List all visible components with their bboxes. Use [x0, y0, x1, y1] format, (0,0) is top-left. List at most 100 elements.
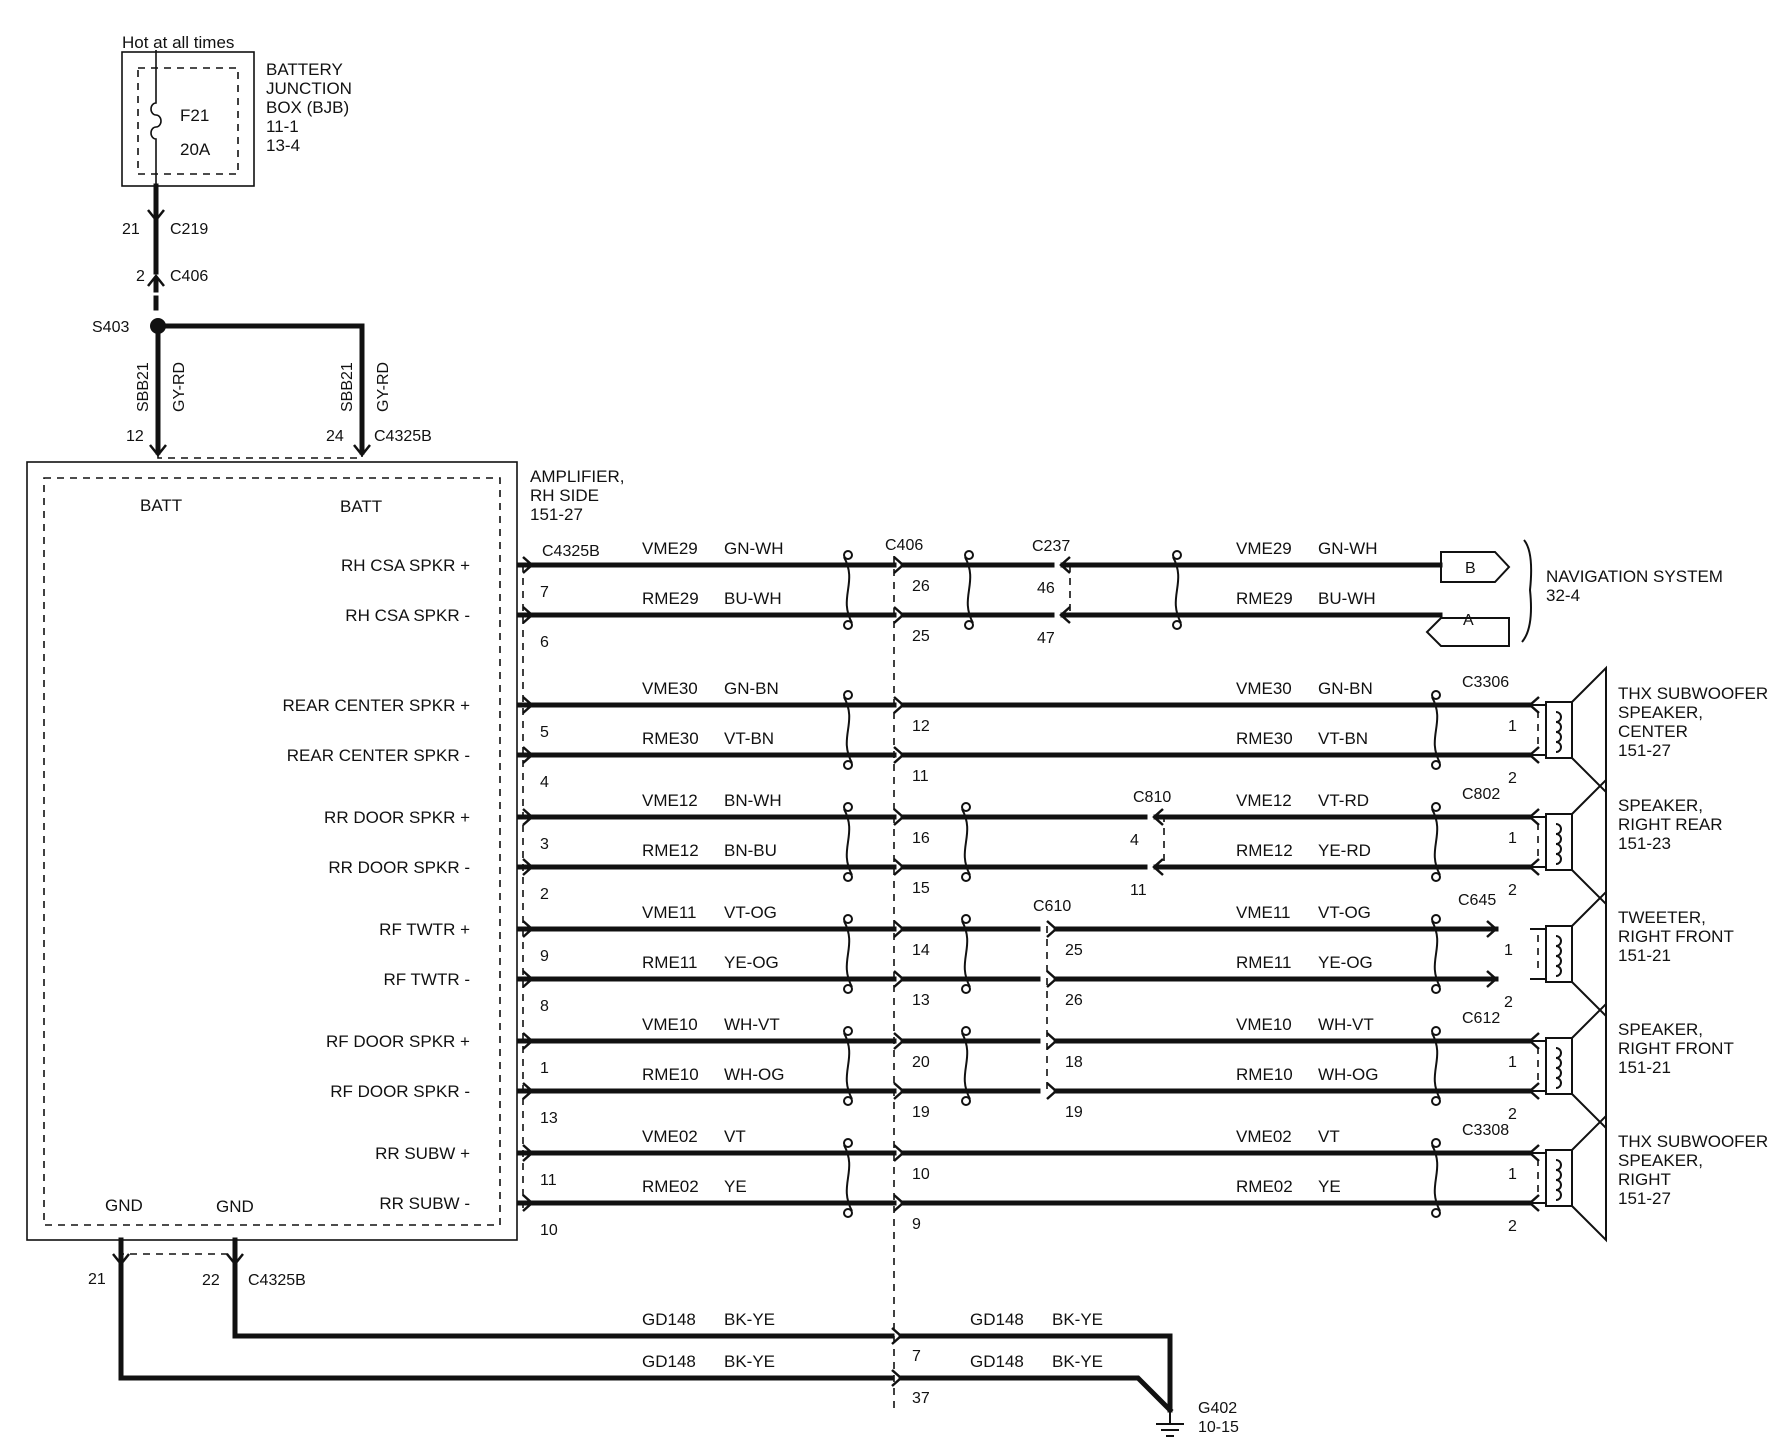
mid-connector-pin: 11	[1130, 882, 1147, 899]
far-circuit-id: VME11	[1236, 903, 1291, 922]
speaker-leads	[1530, 928, 1546, 980]
wire-color: VT-BN	[724, 729, 774, 748]
twisted-pair-marker	[843, 690, 853, 770]
speaker-name-line: 151-27	[1618, 1189, 1671, 1208]
nav-bracket	[1521, 539, 1533, 643]
channel-label: RF TWTR -	[383, 970, 470, 989]
c406-pin-number: 11	[912, 768, 929, 785]
far-wire-color: VT-RD	[1318, 791, 1369, 810]
speaker-pin-number: 2	[1508, 1106, 1517, 1123]
wire-color: BU-WH	[724, 589, 782, 608]
wire-color: BN-BU	[724, 841, 777, 860]
bjb-line-4: 11-1	[266, 117, 299, 136]
twisted-pair-marker	[843, 550, 853, 630]
nav-line-2: 32-4	[1546, 586, 1580, 605]
speaker-name-line: TWEETER,	[1618, 908, 1706, 927]
far-wire-color: GN-WH	[1318, 539, 1377, 558]
circuit-id: RME02	[642, 1177, 699, 1196]
nav-connector-b	[1440, 551, 1511, 583]
c406-supply-name: C406	[170, 268, 208, 285]
amp-pin-number: 1	[540, 1060, 549, 1077]
c219-pin: 21	[122, 221, 140, 238]
bjb-line-3: BOX (BJB)	[266, 98, 349, 117]
c406-pin-number: 16	[912, 830, 930, 847]
batt-1-label: BATT	[140, 496, 182, 515]
gnd-c406-pin-1: 7	[912, 1348, 921, 1365]
amplifier-name-1: AMPLIFIER,	[530, 467, 624, 486]
hot-at-all-times-label: Hot at all times	[122, 33, 234, 52]
amplifier-name-2: RH SIDE	[530, 486, 599, 505]
batt-2-pin: 24	[326, 428, 344, 445]
circuit-id: RME11	[642, 953, 697, 972]
speaker-pin-arrow	[1486, 920, 1498, 938]
speaker-name-line: RIGHT	[1618, 1170, 1671, 1189]
speaker-leads	[1530, 704, 1546, 756]
amplifier-outline	[26, 461, 518, 1241]
channel-label: REAR CENTER SPKR +	[282, 696, 470, 715]
supply-feed: 21 C219 2 C406 S403 SBB21 GY-RD SBB21 GY…	[92, 183, 432, 459]
c406-pin-number: 9	[912, 1216, 921, 1233]
speaker-coil-icon	[1555, 823, 1562, 865]
speaker-name-line: CENTER	[1618, 722, 1688, 741]
far-circuit-id: RME10	[1236, 1065, 1293, 1084]
circuit-id: VME10	[642, 1015, 698, 1034]
far-circuit-id: RME02	[1236, 1177, 1293, 1196]
gnd-wire-2-circuit: GD148	[642, 1352, 696, 1371]
battery-junction-box: Hot at all times F21 20A BATTERY JUNCTIO…	[121, 33, 352, 200]
far-wire-color: YE	[1318, 1177, 1341, 1196]
far-circuit-id: VME12	[1236, 791, 1292, 810]
fuse-rating: 20A	[180, 140, 211, 159]
speaker-cone	[1571, 1001, 1607, 1131]
speaker-connector-label: C612	[1462, 1010, 1500, 1027]
amp-pin-number: 3	[540, 836, 549, 853]
wire-color: WH-OG	[724, 1065, 784, 1084]
speaker-name-line: 151-21	[1618, 946, 1671, 965]
far-circuit-id: RME12	[1236, 841, 1293, 860]
speaker-pin-number: 2	[1508, 882, 1517, 899]
gnd-far-2-color: BK-YE	[1052, 1352, 1103, 1371]
c406-pin-number: 19	[912, 1104, 930, 1121]
twisted-pair-marker	[843, 914, 853, 994]
wire-color: BN-WH	[724, 791, 782, 810]
wire-color: YE	[724, 1177, 747, 1196]
twisted-pair-marker	[843, 1026, 853, 1106]
speaker-pin-number: 1	[1508, 1166, 1517, 1183]
twisted-pair-marker	[843, 1138, 853, 1218]
far-circuit-id: VME10	[1236, 1015, 1292, 1034]
ground-ref: 10-15	[1198, 1419, 1239, 1436]
batt-1-pin: 12	[126, 428, 144, 445]
wire-color: VT-OG	[724, 903, 777, 922]
speaker-name-line: 151-27	[1618, 741, 1671, 760]
far-wire-color: WH-OG	[1318, 1065, 1378, 1084]
far-circuit-id: VME02	[1236, 1127, 1292, 1146]
circuit-id: RME12	[642, 841, 699, 860]
speaker-coil-icon	[1555, 1159, 1562, 1201]
amp-pin-number: 11	[540, 1172, 557, 1189]
c406-pin-number: 12	[912, 718, 930, 735]
speaker-name-line: SPEAKER,	[1618, 1020, 1703, 1039]
c406-label: C406	[885, 537, 923, 554]
wire-color: VT	[724, 1127, 746, 1146]
speaker-pin-number: 2	[1504, 994, 1513, 1011]
mid-connector-pin: 18	[1065, 1054, 1083, 1071]
batt-connector-dash	[157, 455, 363, 459]
batt-2-circuit: SBB21	[339, 362, 356, 412]
gnd-far-wire-2	[898, 1375, 1174, 1414]
c406-pin-number: 25	[912, 628, 930, 645]
far-circuit-id: RME29	[1236, 589, 1293, 608]
wire-color: GN-WH	[724, 539, 783, 558]
speaker-pin-number: 2	[1508, 1218, 1517, 1235]
speaker-cone	[1571, 665, 1607, 795]
far-circuit-id: VME30	[1236, 679, 1292, 698]
wire-color: YE-OG	[724, 953, 779, 972]
amp-pin-number: 8	[540, 998, 549, 1015]
speaker-leads	[1530, 1152, 1546, 1204]
fuse-symbol	[150, 50, 162, 200]
